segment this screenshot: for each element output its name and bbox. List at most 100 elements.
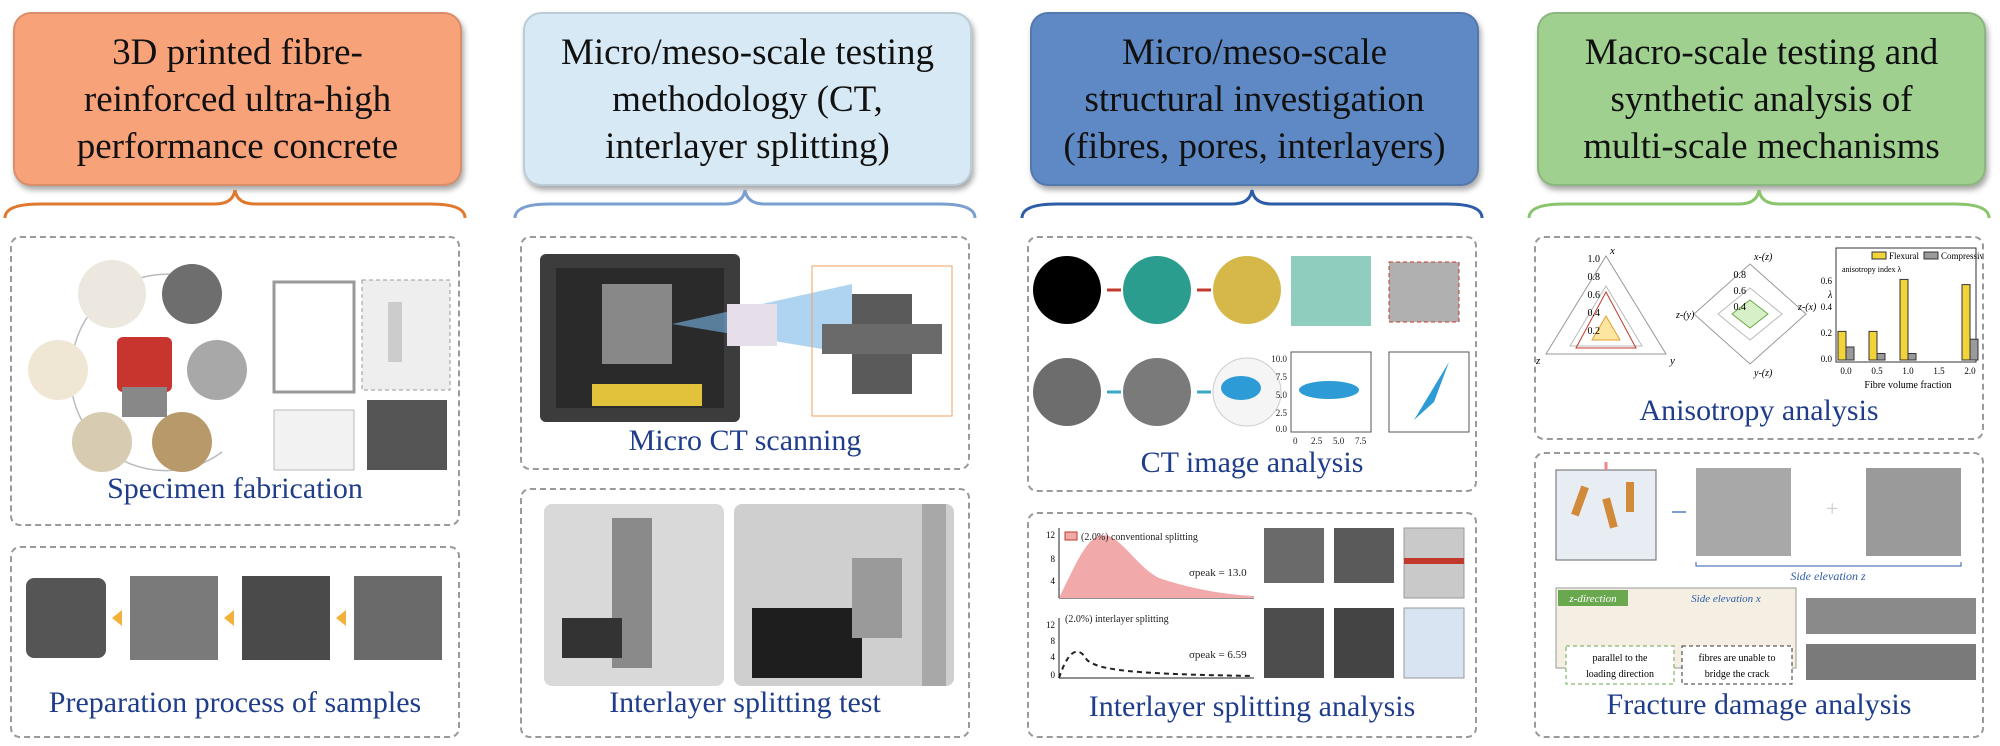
bar-flexural	[1961, 284, 1971, 361]
column-testing-methodology: Micro/meso-scale testing methodology (CT…	[510, 0, 980, 746]
header-line: methodology (CT,	[612, 78, 883, 120]
y-axis-label: λ	[1827, 290, 1833, 301]
curing-box	[273, 409, 355, 471]
tick-label: 0.2	[1821, 328, 1832, 338]
tick-label: 8	[1051, 636, 1056, 646]
bar-compressive	[1907, 353, 1917, 361]
peak-label-interlayer: σpeak = 6.59	[1189, 649, 1247, 661]
side-elevation-z-label: Side elevation z	[1790, 569, 1866, 583]
caption-specimen-fabrication: Specimen fabrication	[107, 472, 363, 505]
header-testing-methodology: Micro/meso-scale testing methodology (CT…	[523, 12, 972, 186]
mixer	[117, 337, 172, 392]
bar-flexural	[1868, 330, 1878, 361]
caption-interlayer-splitting-analysis: Interlayer splitting analysis	[1088, 690, 1416, 723]
fractured-cube-1	[1696, 468, 1791, 556]
legend-flexural: Flexural	[1889, 251, 1919, 261]
tick-label: 4	[1051, 576, 1056, 586]
panel-anisotropy-analysis: x y z 1.0 0.8 0.6 0.4 0.2 x-(z) z-(y) z-…	[1534, 236, 1984, 440]
panel-specimen-fabrication: Specimen fabrication	[10, 236, 460, 526]
loading-specimen	[1555, 469, 1657, 561]
tick-label: 0	[1293, 436, 1298, 446]
column-structural-investigation: Micro/meso-scale structural investigatio…	[1017, 0, 1487, 746]
preparation-illustration	[26, 576, 442, 660]
tick-label: 0.0	[1821, 354, 1833, 364]
bar-annotation: anisotropy index λ	[1842, 265, 1902, 274]
header-line: 3D printed fibre-	[112, 31, 363, 73]
3d-printer	[272, 280, 356, 394]
note-text: fibres are unable to	[1699, 653, 1776, 664]
bar-compressive	[1876, 353, 1886, 361]
header-line: performance concrete	[76, 125, 399, 167]
brace-connector	[1020, 189, 1484, 219]
legend-conventional: (2.0%) conventional splitting	[1081, 532, 1198, 543]
tick-label: 0.4	[1734, 302, 1747, 313]
pore-segmentation	[1123, 256, 1191, 324]
crack-side-view	[1806, 598, 1976, 634]
tick-label: 0.8	[1588, 272, 1601, 283]
header-fabrication: 3D printed fibre- reinforced ultra-high …	[13, 12, 462, 186]
axis-label: y-(z)	[1753, 368, 1773, 379]
caption-fracture-damage-analysis: Fracture damage analysis	[1606, 688, 1912, 721]
tick-label: 2.5	[1276, 408, 1288, 418]
tick-label: 1.0	[1902, 366, 1914, 376]
axis-label: y	[1669, 355, 1675, 367]
header-macro-scale: Macro-scale testing and synthetic analys…	[1537, 12, 1986, 186]
header-line: multi-scale mechanisms	[1583, 125, 1940, 167]
peak-label-conventional: σpeak = 13.0	[1189, 567, 1247, 579]
tick-label: 0.6	[1588, 290, 1601, 301]
tick-label: 0.8	[1734, 270, 1747, 281]
anisotropy-bar-chart: Flexural Compressive anisotropy index λ …	[1821, 247, 1982, 391]
brace-connector	[3, 189, 467, 219]
tick-label: 0.2	[1588, 326, 1601, 337]
slice-1	[130, 576, 218, 660]
ct-volume	[811, 265, 953, 417]
header-structural-investigation: Micro/meso-scale structural investigatio…	[1030, 12, 1479, 186]
tick-label: 12	[1046, 530, 1055, 540]
panel-preparation-process: Preparation process of samples	[10, 546, 460, 738]
tick-label: 0.5	[1871, 366, 1883, 376]
svg-text:+: +	[1826, 496, 1838, 521]
header-line: Macro-scale testing and	[1584, 31, 1939, 73]
sand-sample	[78, 260, 146, 328]
anisotropy-charts: x y z 1.0 0.8 0.6 0.4 0.2 x-(z) z-(y) z-…	[1536, 245, 1982, 391]
fracture-illustration: + Side elevation z z-direction Side elev…	[1555, 462, 1976, 685]
x-axis-label: Fibre volume fraction	[1864, 380, 1951, 391]
axis-label: x-(z)	[1753, 252, 1773, 263]
silica-fume-sample	[162, 264, 222, 324]
slag-sample	[187, 340, 247, 400]
axis-label: x	[1609, 245, 1615, 257]
bar-compressive	[1845, 346, 1855, 361]
panel-ct-image-analysis: 10.0 7.5 5.0 2.5 0.0 0 2.5 5.0 7.5 CT im…	[1027, 236, 1477, 492]
radar-chart-directions: x-(z) z-(y) z-(x) y-(z) 0.8 0.6 0.4	[1675, 252, 1817, 379]
column-macro-scale: Macro-scale testing and synthetic analys…	[1524, 0, 1994, 746]
header-line: reinforced ultra-high	[83, 78, 392, 120]
cement-sample	[28, 340, 88, 400]
panel-interlayer-splitting-test: Interlayer splitting test	[520, 488, 970, 738]
conventional-curve	[1059, 535, 1254, 598]
bar-compressive	[1969, 338, 1979, 361]
tick-label: 0.6	[1734, 286, 1747, 297]
splitting-test-illustration	[544, 504, 954, 686]
crack-side-view	[1806, 644, 1976, 680]
ct-scanner-illustration	[540, 254, 953, 422]
tick-label: 5.0	[1276, 390, 1288, 400]
specimen-cube	[727, 304, 777, 346]
slice-3	[354, 576, 442, 660]
panel-fracture-damage-analysis: + Side elevation z z-direction Side elev…	[1534, 452, 1984, 738]
fractured-specimen	[1264, 528, 1324, 583]
tick-label: 0.4	[1588, 308, 1601, 319]
tick-label: 10.0	[1271, 354, 1287, 364]
tick-label: 12	[1046, 620, 1055, 630]
fibre-3d	[1213, 256, 1281, 324]
tick-label: 0.4	[1821, 302, 1833, 312]
fabrication-illustration	[28, 260, 451, 472]
axis-label: z	[1536, 355, 1541, 367]
caption-micro-ct: Micro CT scanning	[628, 424, 862, 457]
brace-connector	[513, 189, 977, 219]
tick-label: 7.5	[1276, 372, 1288, 382]
legend-interlayer: (2.0%) interlayer splitting	[1065, 614, 1169, 625]
tick-label: 0.6	[1821, 276, 1833, 286]
fractured-cube-2	[1866, 468, 1961, 556]
fibre-sample	[152, 412, 212, 472]
note-text: bridge the crack	[1705, 669, 1769, 680]
